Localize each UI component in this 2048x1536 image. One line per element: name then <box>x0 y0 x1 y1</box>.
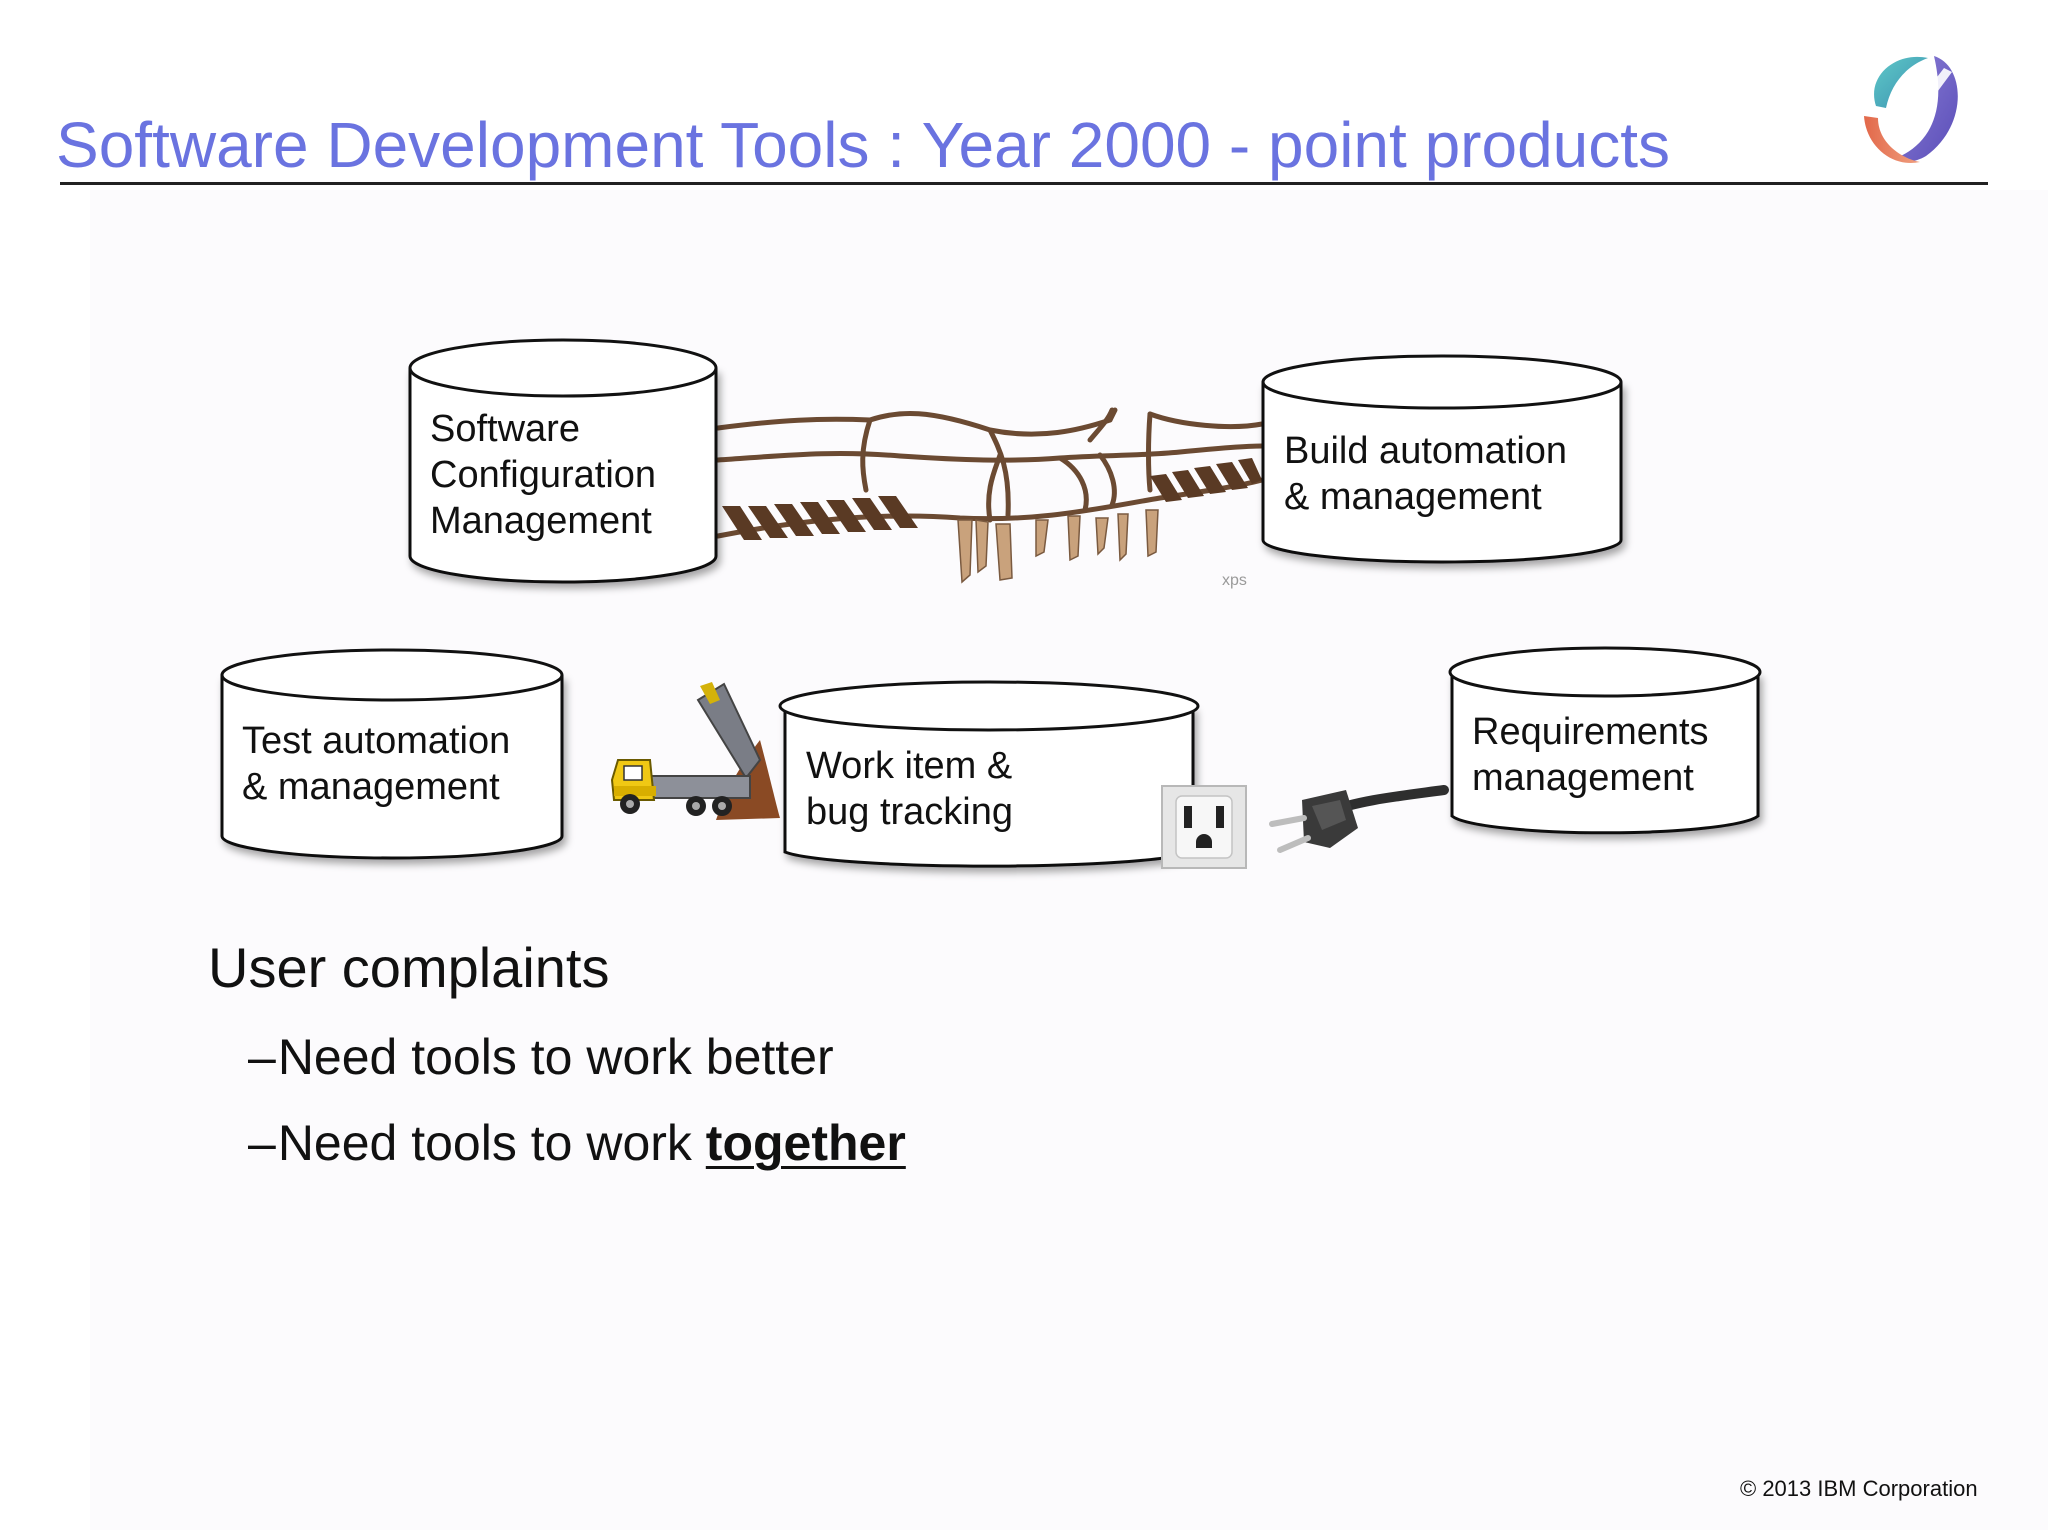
tool-label-work-item: Work item & bug tracking <box>806 743 1013 835</box>
tool-label-line: management <box>1472 757 1694 799</box>
tool-label-line: Management <box>430 500 652 542</box>
tool-label-line: & management <box>1284 476 1542 518</box>
tool-label-scm: Software Configuration Management <box>430 406 656 544</box>
title-divider <box>60 182 1988 185</box>
tool-label-line: Configuration <box>430 454 657 496</box>
tool-label-line: Software <box>430 408 580 450</box>
complaints-heading: User complaints <box>208 936 610 999</box>
bridge-watermark: xps <box>1222 572 1247 589</box>
tool-label-test: Test automation & management <box>242 718 510 810</box>
bullet-dash: – <box>248 1029 276 1085</box>
tool-label-build: Build automation & management <box>1284 428 1567 520</box>
slide-title: Software Development Tools : Year 2000 -… <box>56 109 1671 181</box>
complaint-item: –Need tools to work better <box>248 1028 834 1086</box>
tool-label-line: Requirements <box>1472 711 1709 753</box>
cylinder-work-item <box>778 680 1200 868</box>
tool-label-line: Build automation <box>1284 430 1568 472</box>
complaint-text: Need tools to work <box>277 1115 706 1171</box>
cylinder-test <box>220 648 564 860</box>
tool-label-line: Work item & <box>806 745 1013 787</box>
complaint-emphasis: together <box>705 1115 906 1171</box>
tool-label-requirements: Requirements management <box>1472 709 1709 801</box>
bullet-dash: – <box>248 1115 276 1171</box>
cylinder-scm <box>408 338 718 584</box>
cylinder-build <box>1261 354 1623 564</box>
complaint-item: –Need tools to work together <box>248 1114 906 1172</box>
cylinder-requirements <box>1448 646 1762 835</box>
complaint-text: Need tools to work better <box>277 1029 834 1085</box>
tool-label-line: & management <box>242 766 500 808</box>
outlet-plug-mismatch-icon <box>1161 785 1449 869</box>
tool-label-line: bug tracking <box>806 791 1014 833</box>
copyright-notice: © 2013 IBM Corporation <box>1740 1476 1978 1501</box>
tool-label-line: Test automation <box>242 720 511 762</box>
broken-rope-bridge-icon <box>715 407 1265 584</box>
ibm-logo-icon <box>1864 56 1958 163</box>
dump-truck-icon <box>610 682 780 820</box>
